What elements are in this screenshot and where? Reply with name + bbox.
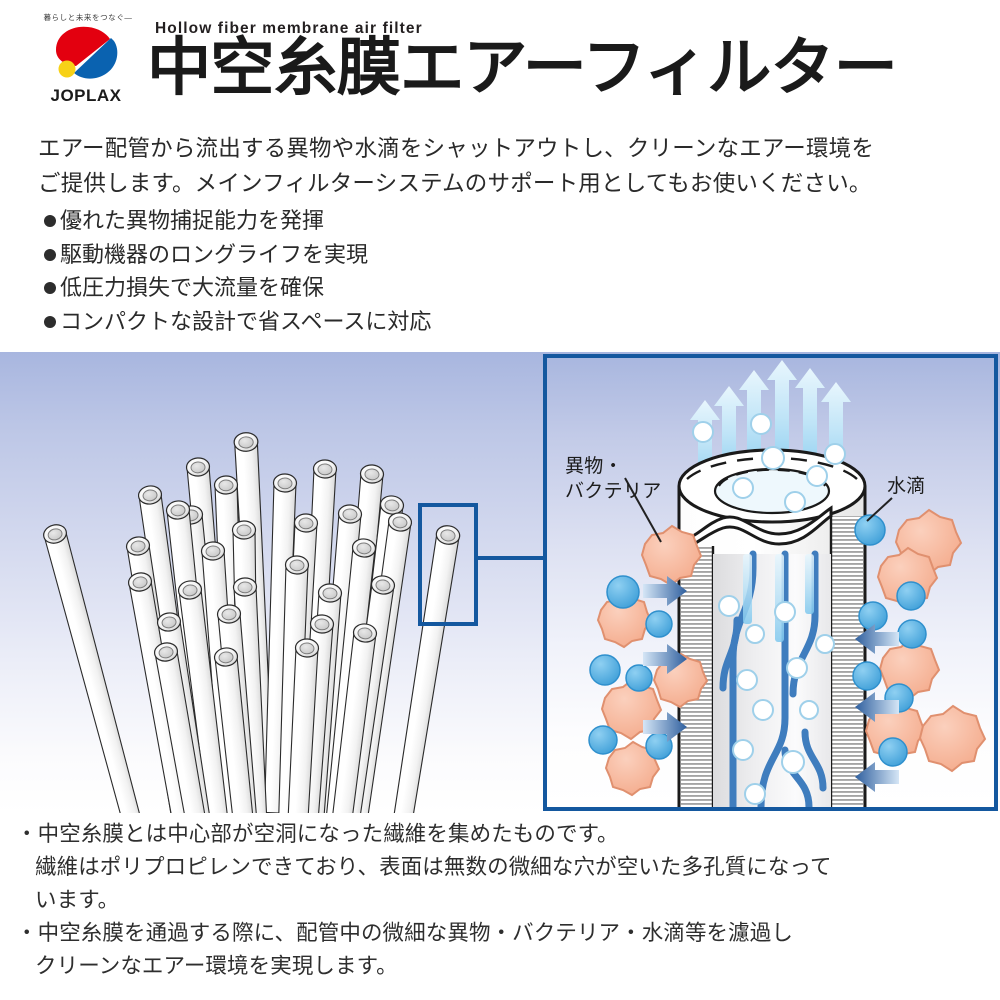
note-line: ・中空糸膜とは中心部が空洞になった繊維を集めたものです。 — [16, 822, 619, 846]
list-item: 駆動機器のロングライフを実現 — [44, 238, 664, 272]
header-kicker: Hollow fiber membrane air filter — [155, 20, 423, 37]
joplax-logo-mark-icon — [50, 24, 122, 82]
list-item: コンパクトな設計で省スペースに対応 — [44, 305, 664, 339]
lead-paragraph: エアー配管から流出する異物や水滴をシャットアウトし、クリーンなエアー環境を ご提… — [38, 131, 958, 201]
feature-bullet-list: 優れた異物捕捉能力を発揮 駆動機器のロングライフを実現 低圧力損失で大流量を確保… — [44, 204, 664, 338]
label-water-droplet: 水滴 — [887, 476, 926, 497]
label-foreign-matter-line2: バクテリア — [565, 481, 662, 502]
left-leader-line — [624, 477, 662, 543]
lead-line-2: ご提供します。メインフィルターシステムのサポート用としてもお使いください。 — [38, 171, 872, 196]
cutaway-edge — [679, 505, 833, 550]
bullet-label: 優れた異物捕捉能力を発揮 — [60, 208, 325, 233]
note-item: ・中空糸膜を通過する際に、配管中の微細な異物・バクテリア・水滴等を濾過し クリー… — [16, 917, 996, 983]
bullet-dot-icon — [44, 215, 56, 227]
illustration-panel: 異物・ バクテリア 水滴 — [0, 352, 1000, 813]
note-line: 繊維はポリプロピレンできており、表面は無数の微細な穴が空いた多孔質になって — [35, 855, 832, 879]
bullet-label: 低圧力損失で大流量を確保 — [60, 275, 325, 300]
left-inflow-arrows — [643, 576, 687, 742]
list-item: 優れた異物捕捉能力を発揮 — [44, 204, 664, 238]
bullet-dot-icon — [44, 315, 56, 328]
detail-callout-connector — [474, 556, 546, 560]
note-item: ・中空糸膜とは中心部が空洞になった繊維を集めたものです。 繊維はポリプロピレンで… — [16, 818, 996, 917]
membrane-cross-section-diagram — [588, 360, 987, 807]
label-foreign-matter-line1: 異物・ — [565, 456, 623, 477]
note-line: クリーンなエアー環境を実現します。 — [35, 954, 398, 978]
page-header: 暮らしと未来をつなぐ— JOPLAX Hollow fiber membrane… — [0, 0, 1000, 120]
core-air-streaks — [743, 554, 814, 642]
note-line: ・中空糸膜を通過する際に、配管中の微細な異物・バクテリア・水滴等を濾過し — [16, 921, 793, 945]
page-title: 中空糸膜エアーフィルター — [147, 31, 898, 104]
list-item: 低圧力損失で大流量を確保 — [44, 271, 664, 305]
bullet-label: 駆動機器のロングライフを実現 — [60, 241, 369, 267]
fiber-tubes-group — [40, 431, 462, 813]
logo-tagline: 暮らしと未来をつなぐ— — [43, 13, 133, 22]
lead-line-1: エアー配管から流出する異物や水滴をシャットアウトし、クリーンなエアー環境を — [38, 136, 875, 161]
note-line: います。 — [35, 888, 120, 912]
detail-callout-box — [418, 503, 478, 626]
joplax-logo: 暮らしと未来をつなぐ— JOPLAX — [30, 12, 142, 112]
bullet-dot-icon — [44, 282, 56, 294]
bullet-label: コンパクトな設計で省スペースに対応 — [60, 308, 432, 334]
right-contaminants — [852, 497, 987, 792]
label-foreign-matter-bacteria: 異物・ バクテリア — [565, 454, 662, 504]
air-bubbles — [692, 413, 846, 805]
footer-notes: ・中空糸膜とは中心部が空洞になった繊維を集めたものです。 繊維はポリプロピレンで… — [16, 818, 996, 983]
left-contaminants — [588, 477, 709, 797]
right-leader-line — [866, 497, 893, 522]
right-inflow-arrows — [855, 624, 899, 792]
logo-wordmark: JOPLAX — [50, 86, 122, 105]
cross-section-detail-panel: 異物・ バクテリア 水滴 — [543, 354, 998, 811]
bullet-dot-icon — [44, 248, 56, 261]
